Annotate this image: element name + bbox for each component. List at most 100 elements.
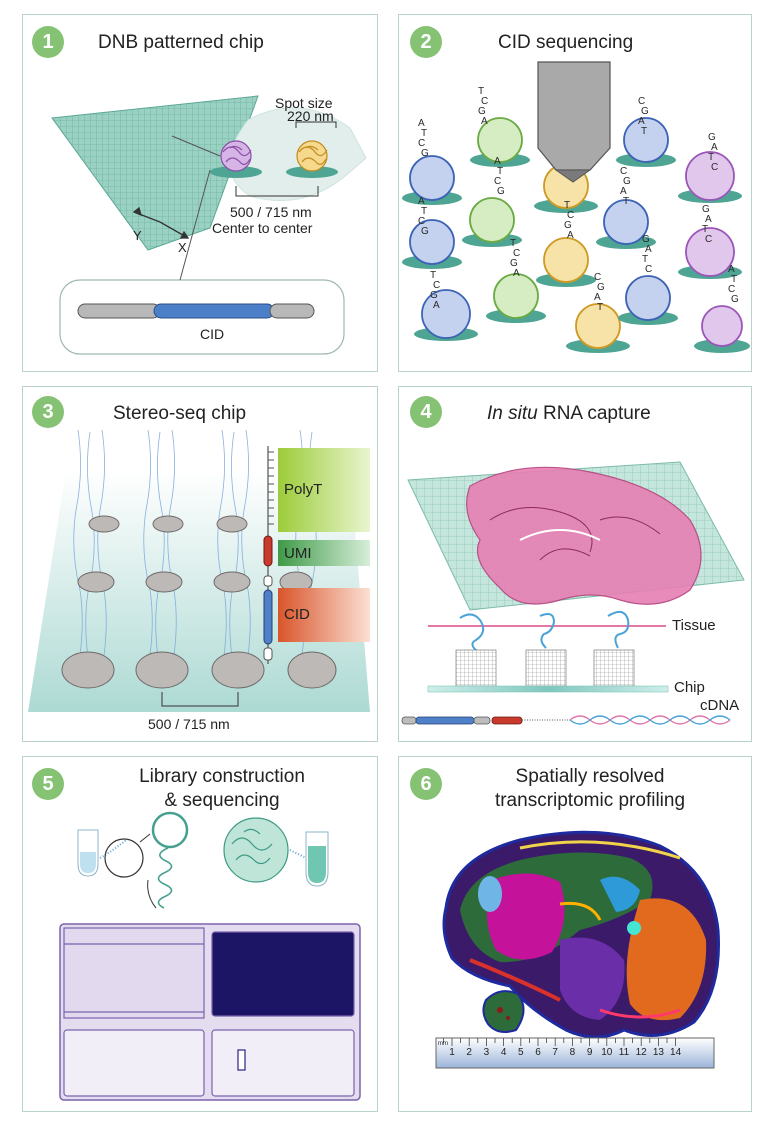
sequencing-base-letter: C	[433, 280, 441, 291]
sequencing-base-letter: A	[638, 116, 645, 127]
dnb-green	[493, 273, 539, 319]
chip-base-line	[427, 685, 669, 693]
ruler-number: 1	[449, 1047, 455, 1058]
sequencing-base-letter: C	[638, 96, 646, 107]
dnb-purple	[685, 151, 735, 201]
ruler-number: 5	[518, 1047, 524, 1058]
sequencing-base-letter: T	[430, 270, 437, 281]
sequencing-base-letter: G	[642, 234, 650, 245]
ruler-number: 14	[670, 1047, 682, 1058]
flow-cell-marker	[237, 1049, 246, 1071]
sequencing-base-letter: T	[564, 200, 571, 211]
panel-3-title: Stereo-seq chip	[113, 403, 247, 424]
ruler-body	[435, 1037, 715, 1069]
sequencing-base-letter: T	[702, 224, 709, 235]
panel-5-number: 5	[32, 768, 64, 800]
sequencing-base-letter: G	[430, 290, 438, 301]
zoom-pointer-line	[171, 135, 221, 157]
sequencing-base-letter: T	[623, 196, 630, 207]
amplification-arrow	[147, 879, 157, 909]
sequencing-base-letter: G	[641, 106, 649, 117]
dnb-blue	[625, 275, 671, 321]
axis-x-label: X	[178, 240, 187, 255]
circular-dna-icon	[104, 838, 144, 878]
cdna-construct	[401, 715, 731, 725]
sequencing-base-letter: A	[418, 196, 425, 207]
pitch-description: Center to center	[212, 220, 313, 236]
sequencing-base-letter: G	[478, 106, 486, 117]
umi-label: UMI	[284, 545, 312, 562]
panel-4-title: In situ RNA capture	[487, 403, 651, 425]
sequencing-base-letter: A	[567, 230, 574, 241]
spot-size-bracket	[295, 121, 337, 128]
sequencing-base-letter: T	[597, 302, 604, 313]
spot-pitch-bracket	[161, 692, 239, 707]
ruler-number: 10	[601, 1047, 613, 1058]
dnb-yellow	[575, 303, 621, 349]
chip-label: Chip	[674, 679, 705, 696]
umi-region	[278, 540, 370, 566]
sequencing-base-letter: C	[645, 264, 653, 275]
sequencing-base-letter: G	[497, 186, 505, 197]
ruler-unit-label: mm	[438, 1041, 448, 1047]
ruler-number: 12	[635, 1047, 647, 1058]
polyt-label: PolyT	[284, 481, 323, 498]
ruler-number: 9	[586, 1047, 593, 1058]
sequencing-base-letter: C	[513, 248, 521, 259]
ruler-ticks	[442, 1038, 676, 1046]
sequencing-base-letter: T	[421, 128, 428, 139]
flow-cell-lane-4	[211, 1029, 355, 1097]
ruler-number: 11	[618, 1047, 630, 1058]
sequencing-base-letter: C	[620, 166, 628, 177]
rna-transcripts	[459, 610, 630, 653]
ruler-number: 13	[652, 1047, 664, 1058]
flow-cell-lane-1	[63, 927, 205, 1019]
sequencing-base-letter: G	[702, 204, 710, 215]
panel-1-title: DNB patterned chip	[98, 32, 264, 53]
sequencing-base-letter: G	[597, 282, 605, 293]
ruler-number: 6	[535, 1047, 541, 1058]
dnb-green	[469, 197, 515, 243]
sequencing-base-letter: A	[711, 142, 718, 153]
dnb-blue	[409, 155, 455, 201]
sequencing-base-letter: G	[564, 220, 572, 231]
dnb-purple	[701, 305, 743, 347]
ruler-number: 3	[483, 1047, 490, 1058]
sequencing-base-letter: T	[708, 152, 715, 163]
cid-right-adapter	[269, 303, 315, 319]
spot-size-value: 220 nm	[287, 108, 334, 124]
sequencing-base-letter: A	[481, 116, 488, 127]
sequencing-base-letter: A	[594, 292, 601, 303]
ruler-number: 2	[466, 1047, 472, 1058]
panel-5-title-line-2: & sequencing	[164, 790, 280, 811]
sequencing-base-letter: T	[497, 166, 504, 177]
capture-probe-columns	[455, 649, 635, 687]
flow-cell-lane-2-signal	[211, 931, 355, 1017]
tube-right-icon	[305, 831, 329, 887]
sequencing-base-letter: C	[418, 216, 426, 227]
sequencing-base-letter: G	[708, 132, 716, 143]
spot-size-label: Spot size	[275, 95, 333, 111]
panel-6-number: 6	[410, 768, 442, 800]
sequencing-base-letter: T	[731, 274, 738, 285]
panel-1-number: 1	[32, 26, 64, 58]
sequencing-base-letter: A	[645, 244, 652, 255]
cdna-label: cDNA	[700, 697, 740, 714]
sequencing-base-letter: C	[594, 272, 602, 283]
spatial-map-appendage	[482, 990, 525, 1033]
circular-template-icon	[151, 811, 189, 849]
dnb-cluster-grid	[402, 117, 750, 353]
panel-3-number: 3	[32, 396, 64, 428]
dnb-yellow-ball	[296, 140, 328, 172]
sequencing-base-letter: T	[421, 206, 428, 217]
sequencing-base-letter: A	[620, 186, 627, 197]
panel-6-title-line-1: Spatially resolved	[515, 766, 665, 787]
sequencing-base-letter: A	[513, 268, 520, 279]
panel-4-title-rest: RNA capture	[537, 403, 651, 424]
polyt-region	[278, 448, 370, 532]
sequencing-base-letter: A	[494, 156, 501, 167]
